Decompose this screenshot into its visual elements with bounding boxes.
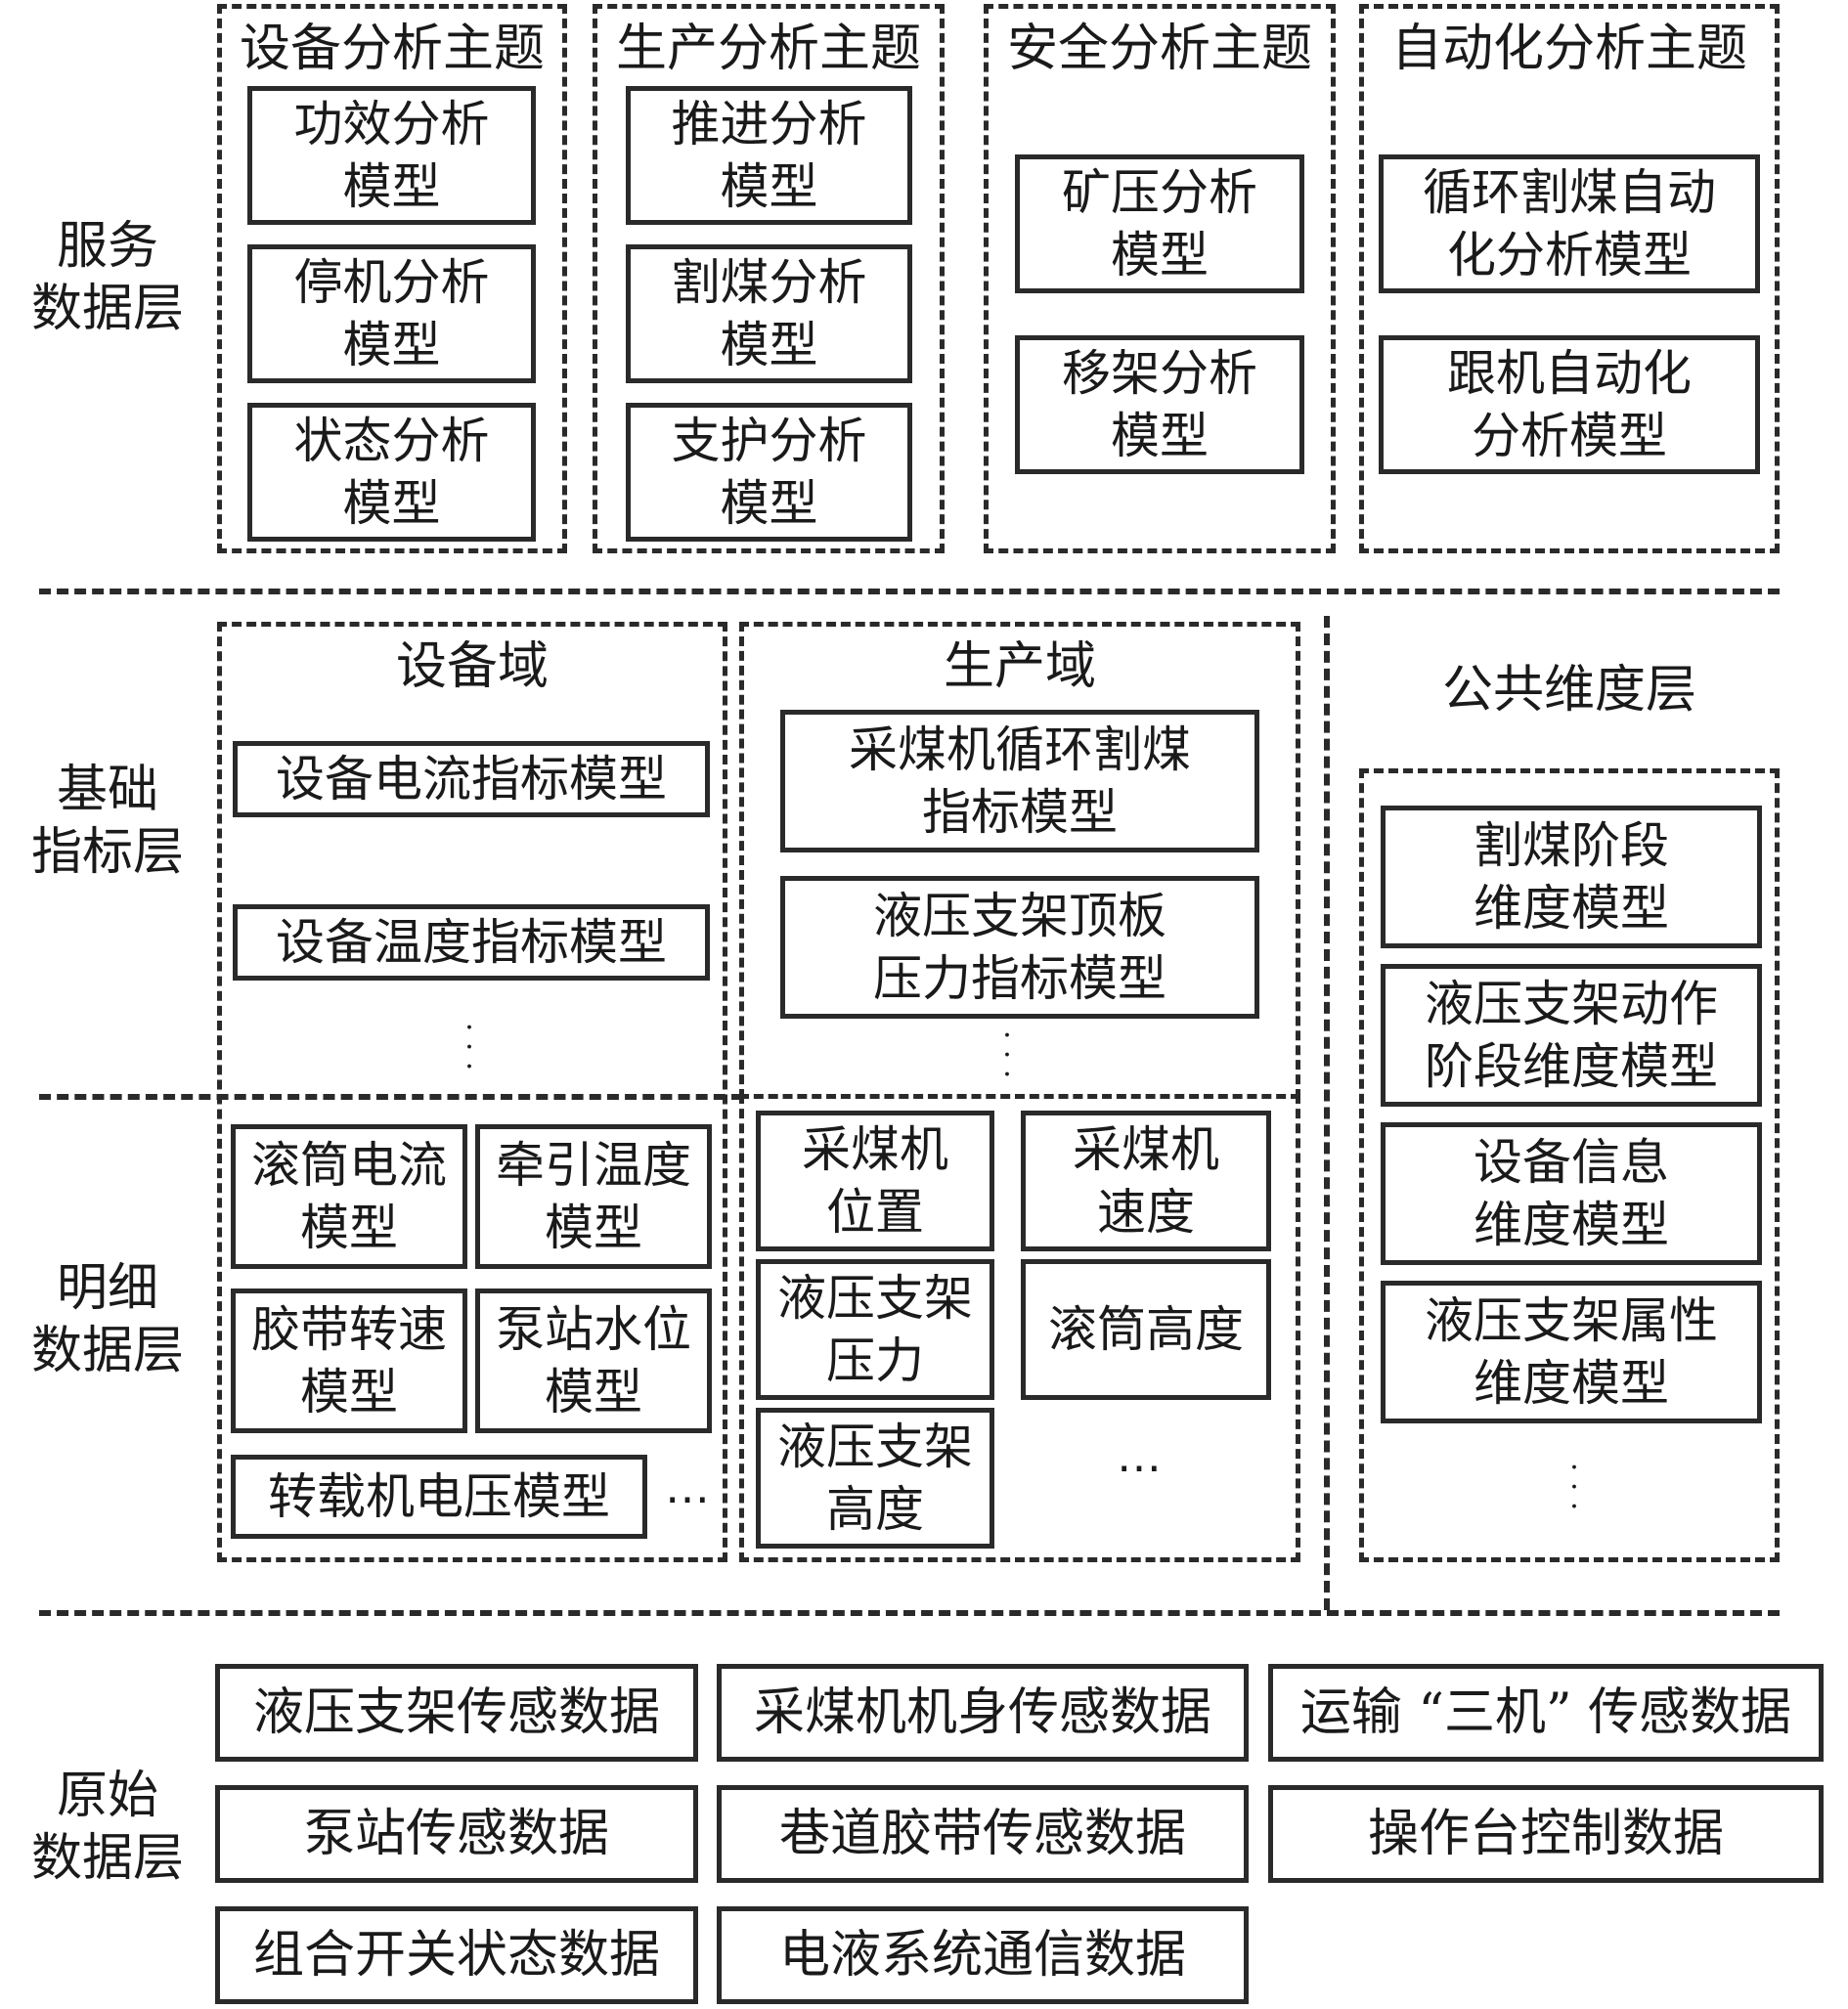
equipment-detail-more: ⋯ [665, 1472, 710, 1525]
status-analysis-model: 状态分析 模型 [247, 403, 536, 542]
production-domain-title: 生产域 [943, 637, 1096, 696]
raw-console-control-data: 操作台控制数据 [1268, 1785, 1824, 1883]
rock-pressure-analysis-model: 矿压分析 模型 [1015, 154, 1304, 293]
support-analysis-model: 支护分析 模型 [626, 403, 912, 542]
equipment-analysis-theme [217, 4, 567, 553]
shield-height: 液压支架 高度 [756, 1408, 994, 1549]
production-indicator-more: · · · [1002, 1019, 1012, 1092]
stage-loader-voltage-model: 转载机电压模型 [231, 1455, 647, 1539]
shearer-position: 采煤机 位置 [756, 1111, 994, 1251]
shearer-cycle-cutting-indicator-model: 采煤机循环割煤 指标模型 [780, 710, 1259, 852]
advance-analysis-model: 推进分析 模型 [626, 86, 912, 225]
belt-speed-model: 胶带转速 模型 [231, 1288, 467, 1433]
separator-service-basic [39, 589, 1780, 594]
automation-analysis-theme [1359, 4, 1780, 553]
automation-analysis-theme-title: 自动化分析主题 [1390, 20, 1747, 78]
cutting-stage-dimension-model: 割煤阶段 维度模型 [1381, 806, 1762, 948]
public-dimension-divider [1324, 616, 1330, 1610]
equipment-domain [217, 622, 727, 1562]
equipment-analysis-theme-title: 设备分析主题 [239, 20, 545, 78]
raw-pump-station-sensor-data: 泵站传感数据 [215, 1785, 698, 1883]
equipment-indicator-more: · · · [464, 1011, 474, 1084]
shearer-speed: 采煤机 速度 [1021, 1111, 1271, 1251]
layer-label-detail: 明细 数据层 [30, 1259, 184, 1380]
production-domain-details [739, 1094, 1300, 1562]
layer-label-service: 服务 数据层 [30, 217, 184, 338]
equipment-temperature-indicator-model: 设备温度指标模型 [233, 904, 710, 981]
safety-analysis-theme [984, 4, 1336, 553]
public-dimension-more: · · · [1569, 1451, 1579, 1524]
production-analysis-theme [593, 4, 945, 553]
raw-roadway-belt-sensor-data: 巷道胶带传感数据 [717, 1785, 1249, 1883]
safety-analysis-theme-title: 安全分析主题 [1006, 20, 1312, 78]
drum-current-model: 滚筒电流 模型 [231, 1124, 467, 1269]
production-domain-indicators [739, 622, 1300, 1099]
shield-action-stage-dimension-model: 液压支架动作 阶段维度模型 [1381, 964, 1762, 1107]
raw-electro-hydraulic-communication-data: 电液系统通信数据 [717, 1906, 1249, 2004]
traction-temperature-model: 牵引温度 模型 [475, 1124, 712, 1269]
raw-shield-sensor-data: 液压支架传感数据 [215, 1664, 698, 1762]
layer-label-raw: 原始 数据层 [30, 1767, 184, 1888]
production-analysis-theme-title: 生产分析主题 [615, 20, 921, 78]
shield-pressure: 液压支架 压力 [756, 1259, 994, 1400]
separator-detail-raw [39, 1610, 1780, 1616]
downtime-analysis-model: 停机分析 模型 [247, 244, 536, 383]
public-dimension-title: 公共维度层 [1441, 661, 1696, 720]
shield-roof-pressure-indicator-model: 液压支架顶板 压力指标模型 [780, 876, 1259, 1019]
production-detail-more: ⋯ [1117, 1441, 1162, 1494]
cycle-cutting-automation-model: 循环割煤自动 化分析模型 [1379, 154, 1760, 293]
pump-station-water-level-model: 泵站水位 模型 [475, 1288, 712, 1433]
raw-combination-switch-status-data: 组合开关状态数据 [215, 1906, 698, 2004]
shearer-following-automation-model: 跟机自动化 分析模型 [1379, 335, 1760, 474]
equipment-current-indicator-model: 设备电流指标模型 [233, 741, 710, 817]
equipment-domain-title: 设备域 [395, 637, 549, 696]
equipment-info-dimension-model: 设备信息 维度模型 [1381, 1122, 1762, 1265]
efficiency-analysis-model: 功效分析 模型 [247, 86, 536, 225]
raw-three-machines-sensor-data: 运输 “三机” 传感数据 [1268, 1664, 1824, 1762]
public-dimension-models [1359, 768, 1780, 1562]
shield-advance-analysis-model: 移架分析 模型 [1015, 335, 1304, 474]
layer-label-basic: 基础 指标层 [30, 761, 184, 882]
coal-cutting-analysis-model: 割煤分析 模型 [626, 244, 912, 383]
separator-basic-detail-left [39, 1094, 743, 1100]
raw-shearer-body-sensor-data: 采煤机机身传感数据 [717, 1664, 1249, 1762]
drum-height: 滚筒高度 [1021, 1259, 1271, 1400]
shield-attribute-dimension-model: 液压支架属性 维度模型 [1381, 1281, 1762, 1423]
